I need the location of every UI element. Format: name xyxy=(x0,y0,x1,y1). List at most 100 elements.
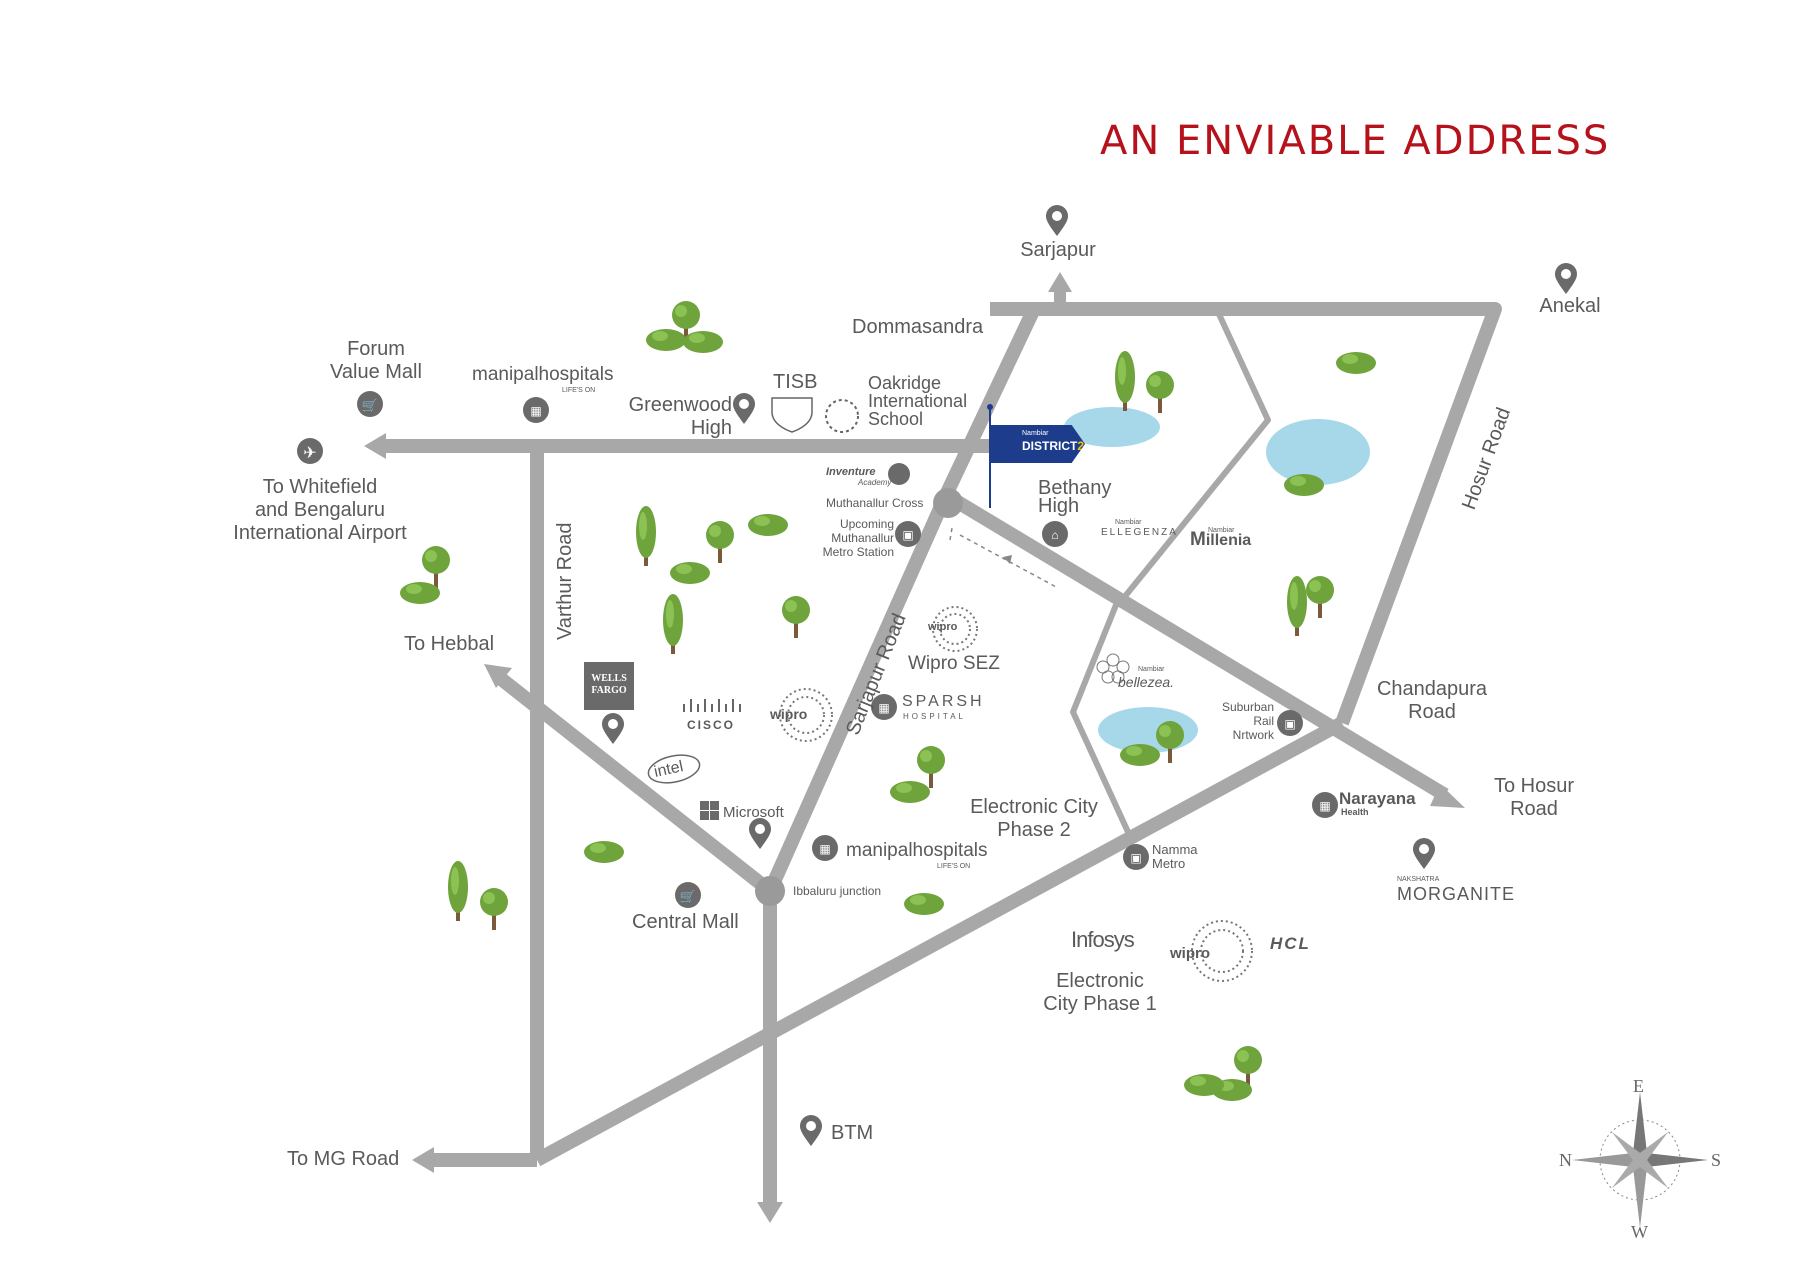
road-north xyxy=(990,302,1502,726)
cypress xyxy=(1115,351,1135,411)
tree xyxy=(1156,721,1184,763)
cypress xyxy=(448,861,468,921)
tree xyxy=(706,521,734,563)
road-inner-east xyxy=(1119,310,1271,602)
svg-text:▣: ▣ xyxy=(902,528,913,542)
compass-s: S xyxy=(1711,1150,1722,1170)
bush xyxy=(1336,352,1376,374)
compass-icon xyxy=(1572,1092,1708,1228)
label-btm: BTM xyxy=(831,1122,874,1144)
oakridge-logo-icon xyxy=(825,399,859,433)
road-ecity xyxy=(533,716,1346,1167)
label-manipal-bottom-tag: LIFE'S ON xyxy=(937,863,971,870)
cypress xyxy=(636,506,656,566)
inventure-logo-icon xyxy=(888,463,910,485)
label-sarjapur: Sarjapur xyxy=(1020,239,1096,261)
compass-w: W xyxy=(1631,1222,1648,1242)
pin-morganite-icon xyxy=(1413,838,1435,869)
tree xyxy=(1306,576,1334,618)
district-brand: Nambiar xyxy=(1022,430,1049,437)
label-chandapura: Chandapura Road xyxy=(1376,678,1488,723)
wipro-ring-sarjapur xyxy=(779,688,833,742)
compass-n: N xyxy=(1559,1150,1572,1170)
cypress xyxy=(663,594,683,654)
pin-wellsfargo-icon xyxy=(602,713,624,744)
page-title: AN ENVIABLE ADDRESS xyxy=(1100,118,1611,164)
label-tisb: TISB xyxy=(773,371,818,393)
arrow-whitefield xyxy=(364,433,386,459)
road-label-varthur: Varthur Road xyxy=(554,522,576,640)
label-anekal: Anekal xyxy=(1539,295,1601,317)
svg-text:🛒: 🛒 xyxy=(362,398,378,413)
label-central-mall: Central Mall xyxy=(632,911,739,933)
pin-greenwood-icon xyxy=(733,393,755,424)
label-wipro-sarjapur: wipro xyxy=(770,706,808,722)
svg-text:▦: ▦ xyxy=(819,842,830,856)
cisco-logo-icon xyxy=(683,699,741,712)
svg-text:▣: ▣ xyxy=(1284,717,1295,731)
label-manipal-top-tag: LIFE'S ON xyxy=(562,387,596,394)
label-wipro-sez-logo: wipro xyxy=(928,621,958,633)
svg-text:▦: ▦ xyxy=(878,701,889,715)
label-ellegenza-brand: Nambiar xyxy=(1115,519,1142,526)
dashed-route xyxy=(949,527,1059,589)
tisb-crest-icon xyxy=(771,397,813,433)
svg-text:🛒: 🛒 xyxy=(680,889,696,904)
pin-btm-icon xyxy=(800,1115,822,1146)
district-label: DISTRICT xyxy=(1022,439,1078,453)
label-metro-upcoming: Upcoming Muthanallur Metro Station xyxy=(822,517,894,559)
arrow-mg xyxy=(412,1147,434,1173)
roads xyxy=(364,272,1502,1223)
bush xyxy=(1120,744,1160,766)
arrow-hebbal xyxy=(484,664,512,688)
label-narayana-sub: Health xyxy=(1341,807,1369,817)
label-ibbaluru: Ibbaluru junction xyxy=(793,884,882,898)
junction-ibbaluru xyxy=(755,876,785,906)
label-microsoft: Microsoft xyxy=(723,804,784,821)
label-greenwood: Greenwood High xyxy=(628,394,732,439)
label-morganite-brand: NAKSHATRA xyxy=(1397,876,1440,883)
bush xyxy=(890,781,930,803)
label-to-hosur: To Hosur Road xyxy=(1493,775,1575,820)
tree xyxy=(782,596,810,638)
arrow-sarjapur xyxy=(1048,272,1072,292)
bush xyxy=(1184,1074,1224,1096)
label-millenia: Millenia xyxy=(1190,529,1252,550)
bush xyxy=(904,893,944,915)
label-wipro-sez: Wipro SEZ xyxy=(908,653,1000,674)
wipro-rings xyxy=(779,606,1253,982)
tree xyxy=(1146,371,1174,413)
label-muthanallur-cross: Muthanallur Cross xyxy=(826,496,924,510)
circle-icons: ✈ 🛒 ▦ ▣ ⌂ ▦ ▣ ▦ ▦ ▣ 🛒 xyxy=(297,391,1338,908)
tree xyxy=(480,888,508,930)
road-bellezea xyxy=(1070,598,1131,834)
label-hcl: HCL xyxy=(1270,934,1311,953)
label-suburban-rail: Suburban Rail Nrtwork xyxy=(1221,700,1274,742)
lake-district xyxy=(1064,407,1160,447)
label-manipal-bottom: manipalhospitals xyxy=(846,840,988,861)
label-dommasandra: Dommasandra xyxy=(852,316,984,338)
label-hebbal: To Hebbal xyxy=(404,633,495,655)
label-wipro-ecity: wipro xyxy=(1170,945,1210,962)
svg-text:▦: ▦ xyxy=(530,404,541,418)
arrow-btm xyxy=(757,1202,783,1223)
wipro-ring-sez xyxy=(932,606,978,652)
district-num: 25 xyxy=(1077,439,1091,453)
label-inventure-sub: Academy xyxy=(858,478,892,487)
bush xyxy=(683,331,723,353)
district25-flag: Nambiar DISTRICT25 xyxy=(990,425,1085,463)
label-ecity1: Electronic City Phase 1 xyxy=(1043,970,1157,1015)
svg-text:▣: ▣ xyxy=(1130,851,1141,865)
label-whitefield: To Whitefield and Bengaluru Internationa… xyxy=(233,476,407,544)
svg-text:⌂: ⌂ xyxy=(1051,528,1058,542)
pin-anekal-icon xyxy=(1555,263,1577,294)
lake-east xyxy=(1266,419,1370,485)
arrow-hosur xyxy=(1430,784,1465,808)
label-ellegenza: ELLEGENZA xyxy=(1101,527,1178,538)
label-sparsh-sub: HOSPITAL xyxy=(903,712,966,721)
label-bellezea-brand: Nambiar xyxy=(1138,666,1165,673)
label-cisco: CISCO xyxy=(687,718,736,732)
intel-logo-icon xyxy=(647,754,701,784)
label-millenia-brand: Nambiar xyxy=(1208,527,1235,534)
